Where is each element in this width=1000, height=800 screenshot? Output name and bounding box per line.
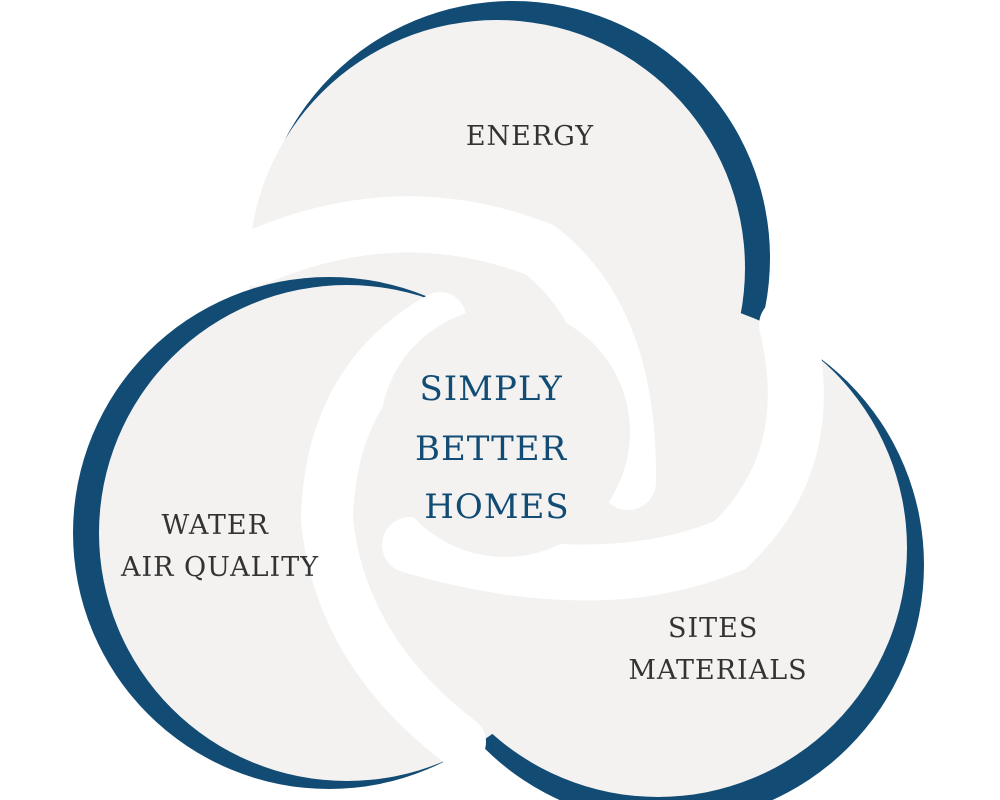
swirl-gap-right xyxy=(382,297,824,601)
center-title-line-3: HOMES xyxy=(424,487,569,527)
label-sites-line: SITES xyxy=(668,613,758,644)
label-water-line: WATER xyxy=(161,510,268,541)
label-air-quality-line: AIR QUALITY xyxy=(120,552,319,583)
swirl-gap-left xyxy=(300,292,486,768)
label-energy: ENERGY xyxy=(466,121,594,152)
center-disk xyxy=(380,307,630,557)
label-energy-line: ENERGY xyxy=(466,121,594,152)
label-materials-line: MATERIALS xyxy=(628,655,807,686)
center-title: SIMPLY BETTER HOMES xyxy=(415,369,579,527)
center-title-line-2: BETTER xyxy=(415,429,568,469)
label-sites-materials: SITES MATERIALS xyxy=(628,613,807,686)
label-water-air: WATER AIR QUALITY xyxy=(120,510,319,583)
center-title-line-1: SIMPLY xyxy=(419,369,562,409)
